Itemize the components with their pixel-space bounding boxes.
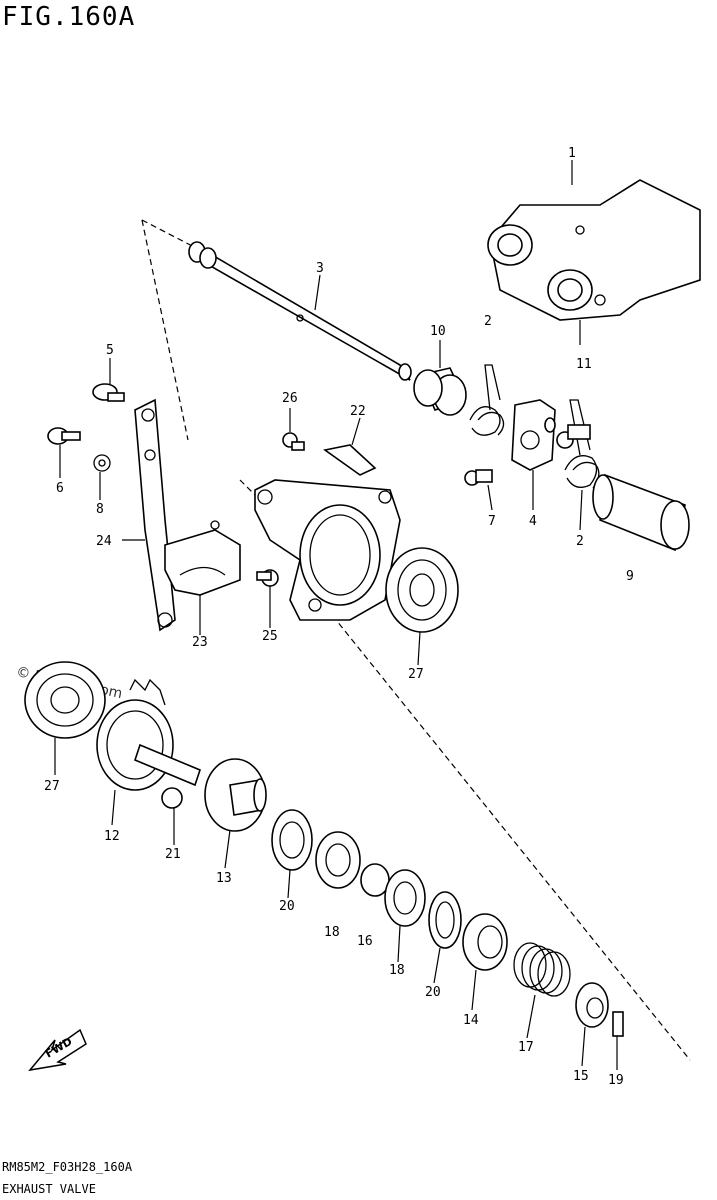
callout-7: 7 [488, 514, 496, 529]
callout-10: 10 [430, 324, 446, 339]
part-18-washer-a [315, 831, 361, 889]
callout-3: 3 [316, 261, 324, 276]
callout-20: 20 [279, 899, 295, 914]
callout-12: 12 [104, 829, 120, 844]
callout-23: 23 [192, 635, 208, 650]
part-27-bearing-right [385, 547, 459, 633]
part-19-pin [612, 1011, 624, 1037]
figure-code: RM85M2_F03H28_160A [2, 1160, 133, 1174]
part-4-lever-block [511, 399, 556, 471]
part-9-sleeve [592, 473, 690, 552]
part-24-link-arm [134, 398, 176, 632]
part-23-bracket [164, 520, 241, 596]
callout-19: 19 [608, 1073, 624, 1088]
callout-11: 11 [576, 357, 592, 372]
shaft-stack-parts [271, 809, 624, 1037]
callout-5: 5 [106, 343, 114, 358]
callout-6: 6 [56, 481, 64, 496]
part-17-spring [513, 942, 571, 997]
callout-numbers: 1 2 2 2 3 4 5 6 7 8 9 10 11 12 13 14 15 … [44, 146, 634, 1088]
callout-27: 27 [44, 779, 60, 794]
part-12-gear [96, 678, 201, 791]
fwd-arrow-icon: FWD [28, 1028, 87, 1072]
callout-26: 26 [282, 391, 298, 406]
leader-lines [54, 160, 618, 1070]
part-1-valve-housing [487, 179, 701, 321]
figure-name: EXHAUST VALVE [2, 1182, 96, 1196]
part-20-thrust-bearing-b [428, 891, 462, 949]
callout-15: 15 [573, 1069, 589, 1084]
callout-8: 8 [96, 502, 104, 517]
group-bracket-lines [141, 219, 691, 1061]
part-27-bearing-left [24, 661, 106, 739]
callout-17: 17 [518, 1040, 534, 1055]
callout-1: 1 [568, 146, 576, 161]
callout-2: 2 [484, 314, 492, 329]
callout-16: 16 [357, 934, 373, 949]
callout-24: 24 [96, 534, 112, 549]
part-10-bushing [413, 367, 467, 416]
part-20-thrust-bearing-a [271, 809, 313, 871]
part-21-ball [161, 787, 183, 809]
callout-22: 22 [350, 404, 366, 419]
callout-2: 2 [576, 534, 584, 549]
part-22-bracket-plate [254, 444, 401, 621]
callout-13: 13 [216, 871, 232, 886]
callout-18: 18 [389, 963, 405, 978]
callout-9: 9 [626, 569, 634, 584]
part-18-washer-b [384, 869, 426, 927]
callout-18: 18 [324, 925, 340, 940]
callout-21: 21 [165, 847, 181, 862]
part-13-collar [204, 758, 267, 832]
callout-20: 20 [425, 985, 441, 1000]
figure-title: FIG.160A [2, 2, 136, 32]
callout-4: 4 [529, 514, 537, 529]
callout-25: 25 [262, 629, 278, 644]
part-3-shaft [188, 241, 412, 381]
fasteners [47, 383, 591, 587]
callout-27: 27 [408, 667, 424, 682]
part-14-retainer [462, 913, 508, 971]
callout-14: 14 [463, 1013, 479, 1028]
